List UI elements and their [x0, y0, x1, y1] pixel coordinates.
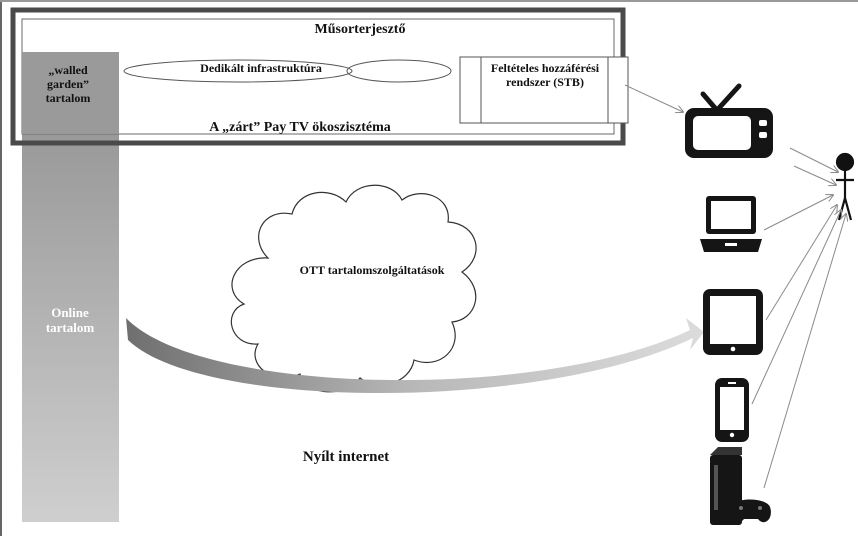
open-internet-label: Nyílt internet — [302, 449, 390, 465]
laptop-icon — [700, 196, 762, 252]
infrastructure-ellipse-2 — [346, 59, 452, 83]
walled-garden-label: „walled garden” tartalom — [45, 63, 91, 105]
online-content-arrow — [126, 318, 704, 393]
walled-garden-block — [22, 52, 119, 134]
cloud-shape — [230, 184, 477, 393]
ott-services-label: OTT tartalomszolgáltatások — [299, 263, 445, 277]
game-console-icon — [710, 447, 771, 525]
tablet-icon — [703, 289, 763, 355]
tv-icon — [685, 83, 773, 158]
person-icon — [835, 152, 855, 221]
connection-arrows — [624, 84, 846, 489]
online-content-label: Online tartalom — [45, 305, 95, 335]
infrastructure-ellipse — [123, 59, 353, 83]
smartphone-icon — [715, 378, 749, 442]
access-system-label: Feltételes hozzáférési rendszer (STB) — [490, 61, 600, 89]
distributor-title: Műsorterjesztő — [314, 22, 406, 37]
ecosystem-label: A „zárt” Pay TV ökoszisztéma — [209, 120, 391, 135]
access-system-box — [459, 56, 629, 124]
infrastructure-label: Dedikált infrastruktúra — [200, 61, 322, 75]
